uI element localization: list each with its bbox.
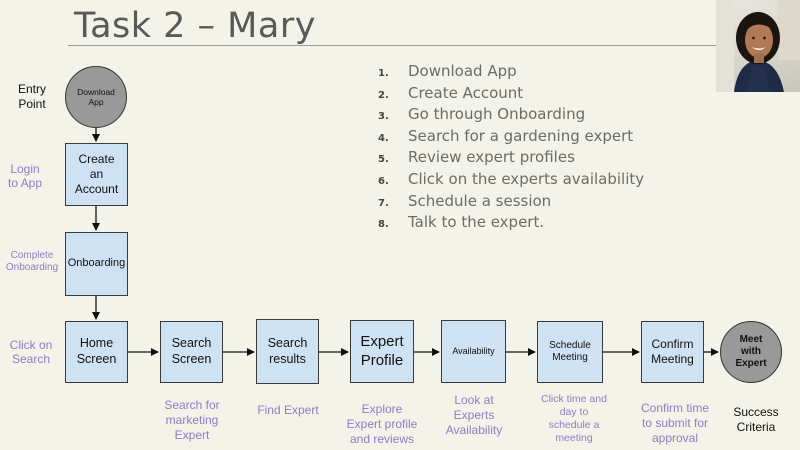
task-step-text: Review expert profiles (408, 148, 575, 167)
task-step-number: 1. (378, 68, 389, 79)
task-step-text: Click on the experts availability (408, 169, 645, 188)
side-label-login: Login to App (7, 162, 43, 191)
task-step-text: Go through Onboarding (408, 105, 586, 124)
task-step-text: Schedule a session (408, 191, 552, 210)
note-explore-profile: Explore Expert profile and reviews (346, 402, 418, 446)
task-step: 5. Review expert profiles (378, 148, 644, 170)
task-step: 4. Search for a gardening expert (378, 127, 644, 149)
success-criteria-label: Success Criteria (733, 405, 779, 434)
task-step-number: 7. (378, 197, 389, 209)
task-step: 7. Schedule a session (378, 192, 644, 214)
task-step: 8. Talk to the expert. (378, 213, 644, 235)
node-search-results: Search results (256, 319, 319, 384)
task-step-text: Talk to the expert. (408, 213, 545, 232)
page-title: Task 2 – Mary (74, 6, 316, 46)
note-search-marketing: Search for marketing Expert (164, 398, 220, 442)
node-search-screen: Search Screen (160, 321, 223, 383)
task-step: 6. Click on the experts availability (378, 170, 644, 192)
task-step-text: Download App (408, 62, 517, 80)
task-step: 2. Create Account (378, 84, 644, 106)
task-step-number: 3. (378, 111, 389, 123)
node-expert-profile: Expert Profile (350, 320, 414, 383)
node-home-screen: Home Screen (65, 321, 128, 383)
task-step: 3. Go through Onboarding (378, 105, 644, 127)
task-step-number: 5. (378, 154, 389, 166)
node-confirm-meeting: Confirm Meeting (641, 321, 704, 383)
node-availability: Availability (441, 320, 506, 383)
note-click-time: Click time and day to schedule a meeting (541, 393, 607, 445)
node-meet-with-expert: Meet with Expert (720, 321, 782, 383)
node-download-app: Download App (65, 66, 127, 128)
title-divider (68, 45, 718, 46)
side-label-complete-onboarding: Complete Onboarding (5, 250, 59, 273)
person-icon (716, 0, 800, 92)
task-step: 1. Download App (378, 62, 644, 84)
node-create-account: Create an Account (65, 143, 128, 206)
task-step-text: Search for a gardening expert (408, 126, 634, 145)
task-step-number: 8. (378, 219, 389, 231)
task-step-text: Create Account (408, 83, 524, 102)
note-look-availability: Look at Experts Availability (445, 393, 503, 437)
task-steps-list: 1. Download App 2. Create Account 3. Go throu… (378, 62, 644, 235)
task-step-number: 2. (378, 89, 389, 101)
participant-video-thumbnail (716, 0, 800, 92)
task-step-number: 6. (378, 175, 389, 187)
node-onboarding: Onboarding (65, 232, 128, 296)
note-find-expert: Find Expert (257, 403, 319, 417)
note-confirm-time: Confirm time to submit for approval (640, 401, 709, 445)
entry-point-label: Entry Point (17, 82, 46, 111)
side-label-click-search: Click on Search (9, 338, 53, 367)
node-schedule-meeting: Schedule Meeting (537, 321, 603, 383)
task-step-number: 4. (378, 132, 389, 144)
